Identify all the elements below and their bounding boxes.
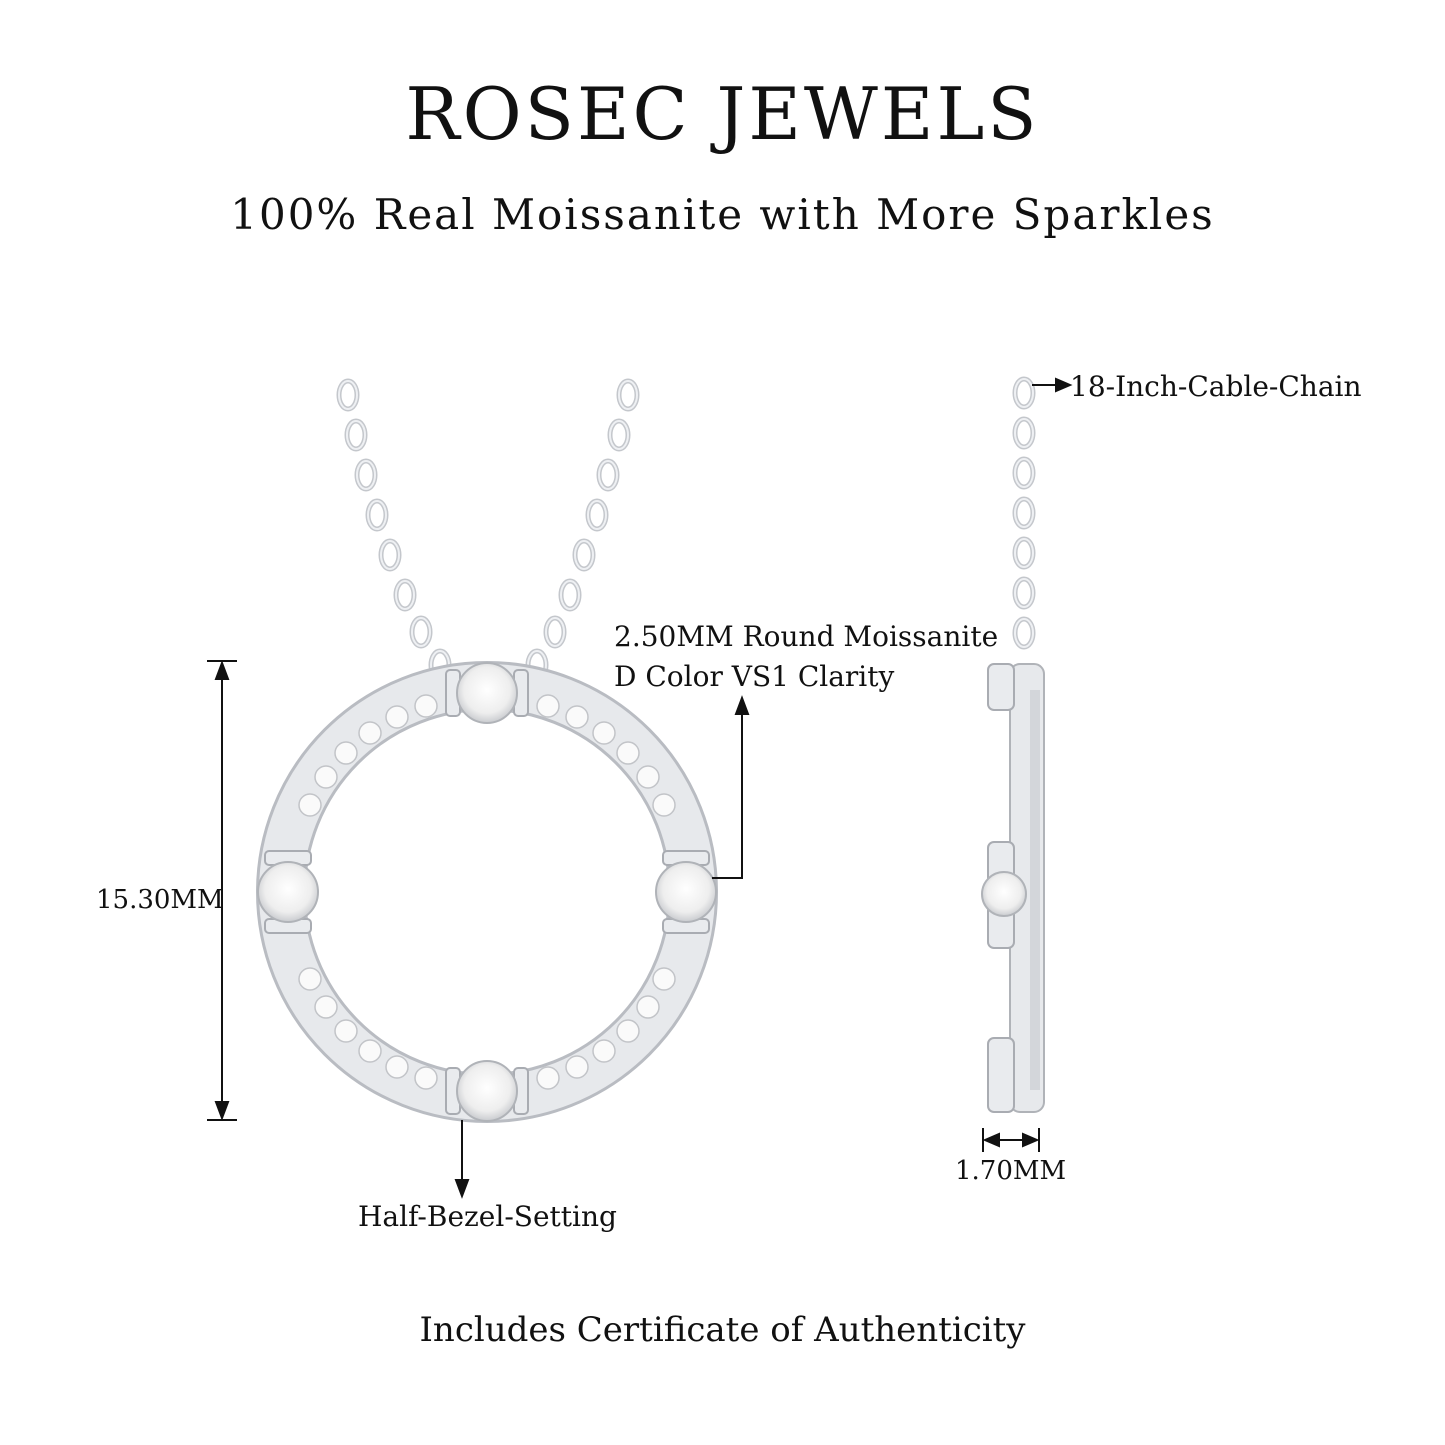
main-stone-top	[445, 662, 529, 724]
side-chain	[1015, 379, 1033, 647]
main-stone-left	[257, 850, 319, 934]
pendant-height-label: 15.30MM	[96, 885, 224, 915]
depth-dimension	[982, 1128, 1040, 1152]
pendant-depth-label: 1.70MM	[955, 1156, 1067, 1186]
chain-left	[339, 381, 449, 679]
stone-size-label: 2.50MM Round Moissanite	[614, 620, 999, 653]
chain-label: 18-Inch-Cable-Chain	[1070, 370, 1362, 403]
main-stone-bottom	[445, 1060, 529, 1122]
stone-grade-label: D Color VS1 Clarity	[614, 660, 895, 693]
circle-pendant	[256, 661, 718, 1123]
chain-callout-arrow	[1032, 377, 1073, 393]
brand-title: ROSEC JEWELS	[405, 72, 1040, 156]
setting-callout-arrow	[454, 1120, 470, 1199]
height-dimension	[207, 660, 237, 1121]
tagline: 100% Real Moissanite with More Sparkles	[230, 190, 1215, 239]
setting-label: Half-Bezel-Setting	[358, 1200, 617, 1233]
side-pendant	[981, 663, 1045, 1113]
stone-callout-arrow	[712, 695, 750, 879]
main-stone-right	[655, 850, 717, 934]
certificate-note: Includes Certificate of Authenticity	[419, 1310, 1026, 1350]
